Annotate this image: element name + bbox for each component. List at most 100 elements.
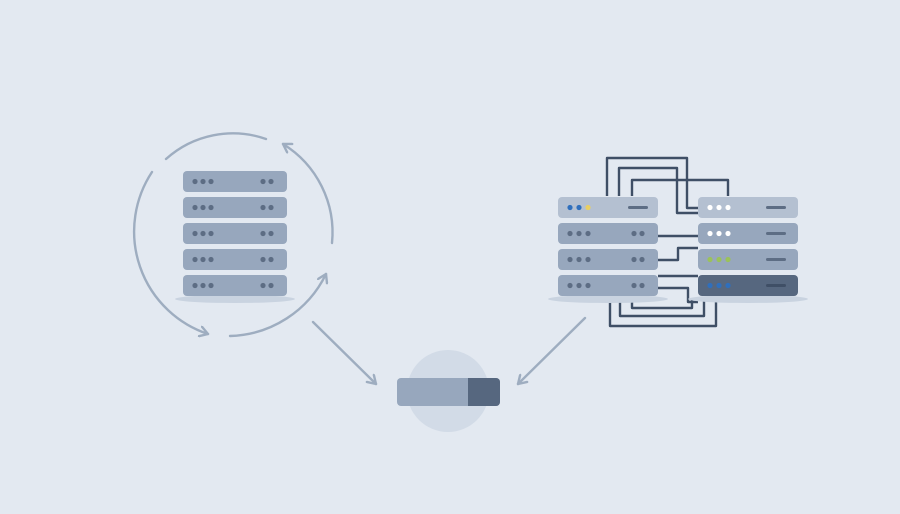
status-led	[725, 204, 731, 211]
drive-slot	[628, 206, 648, 209]
status-led	[200, 178, 206, 185]
status-led	[260, 256, 266, 263]
flow-arrows	[311, 316, 587, 386]
status-led	[585, 282, 591, 289]
status-led	[716, 230, 722, 237]
status-led	[260, 204, 266, 211]
status-led	[268, 204, 274, 211]
left-stack-shadow	[175, 295, 295, 303]
status-led	[707, 230, 713, 237]
status-led	[725, 282, 731, 289]
drive-slot	[766, 284, 786, 287]
status-led	[192, 204, 198, 211]
right-server-group	[548, 156, 808, 328]
status-led	[567, 282, 573, 289]
server-stack-icon	[183, 171, 287, 296]
status-led	[631, 282, 637, 289]
status-led	[639, 256, 645, 263]
cable	[630, 298, 694, 310]
status-led	[631, 230, 637, 237]
status-led	[192, 282, 198, 289]
cycle-arrows-icon	[132, 132, 334, 338]
status-led	[260, 282, 266, 289]
status-led	[200, 230, 206, 237]
status-led	[260, 230, 266, 237]
status-led	[268, 282, 274, 289]
status-led	[707, 256, 713, 263]
status-led	[268, 230, 274, 237]
network-cables	[605, 156, 730, 328]
cable	[630, 178, 730, 196]
status-led	[208, 230, 214, 237]
status-led	[576, 204, 582, 211]
drive-slot	[766, 232, 786, 235]
cycle-arrow-top	[164, 132, 268, 161]
cycle-arrow-right	[281, 144, 334, 245]
status-led	[192, 256, 198, 263]
cable	[608, 298, 718, 328]
status-led	[200, 204, 206, 211]
server-unit	[183, 197, 287, 218]
status-led	[576, 230, 582, 237]
status-led	[567, 230, 573, 237]
status-led	[268, 178, 274, 185]
status-led	[585, 204, 591, 211]
status-led	[585, 256, 591, 263]
status-led	[208, 178, 214, 185]
networked-servers-icon	[698, 197, 798, 296]
status-led	[567, 204, 573, 211]
status-led	[268, 256, 274, 263]
storage-drive-cap	[468, 378, 500, 406]
cycle-arrow-left	[132, 170, 210, 334]
arrow-icon-right	[516, 316, 587, 386]
cable	[617, 166, 698, 215]
status-led	[716, 282, 722, 289]
server-unit	[698, 197, 798, 218]
server-unit	[558, 197, 658, 218]
server-unit	[698, 275, 798, 296]
status-led	[725, 256, 731, 263]
right-stack-b-shadow	[688, 295, 808, 303]
status-led	[631, 256, 637, 263]
status-led	[725, 230, 731, 237]
status-led	[585, 230, 591, 237]
status-led	[639, 282, 645, 289]
server-unit	[183, 275, 287, 296]
status-led	[200, 256, 206, 263]
server-unit	[558, 249, 658, 270]
status-led	[716, 256, 722, 263]
status-led	[208, 282, 214, 289]
status-led	[200, 282, 206, 289]
server-unit	[183, 223, 287, 244]
networked-servers-icon	[558, 197, 658, 296]
server-unit	[183, 249, 287, 270]
drive-slot	[766, 206, 786, 209]
status-led	[208, 204, 214, 211]
status-led	[707, 282, 713, 289]
server-unit	[558, 223, 658, 244]
status-led	[576, 256, 582, 263]
status-led	[707, 204, 713, 211]
status-led	[208, 256, 214, 263]
server-unit	[183, 171, 287, 192]
cable	[658, 246, 698, 262]
status-led	[639, 230, 645, 237]
status-led	[576, 282, 582, 289]
cycle-arrow-bottom	[228, 272, 326, 338]
left-server-group	[132, 132, 334, 338]
status-led	[192, 230, 198, 237]
arrow-icon-left	[311, 320, 378, 386]
status-led	[192, 178, 198, 185]
cable	[605, 156, 698, 210]
server-unit	[698, 223, 798, 244]
cable	[618, 298, 706, 318]
status-led	[567, 256, 573, 263]
center-target-group	[397, 350, 500, 432]
server-unit	[698, 249, 798, 270]
status-led	[716, 204, 722, 211]
status-led	[260, 178, 266, 185]
server-unit	[558, 275, 658, 296]
right-stack-a-shadow	[548, 295, 668, 303]
drive-slot	[766, 258, 786, 261]
